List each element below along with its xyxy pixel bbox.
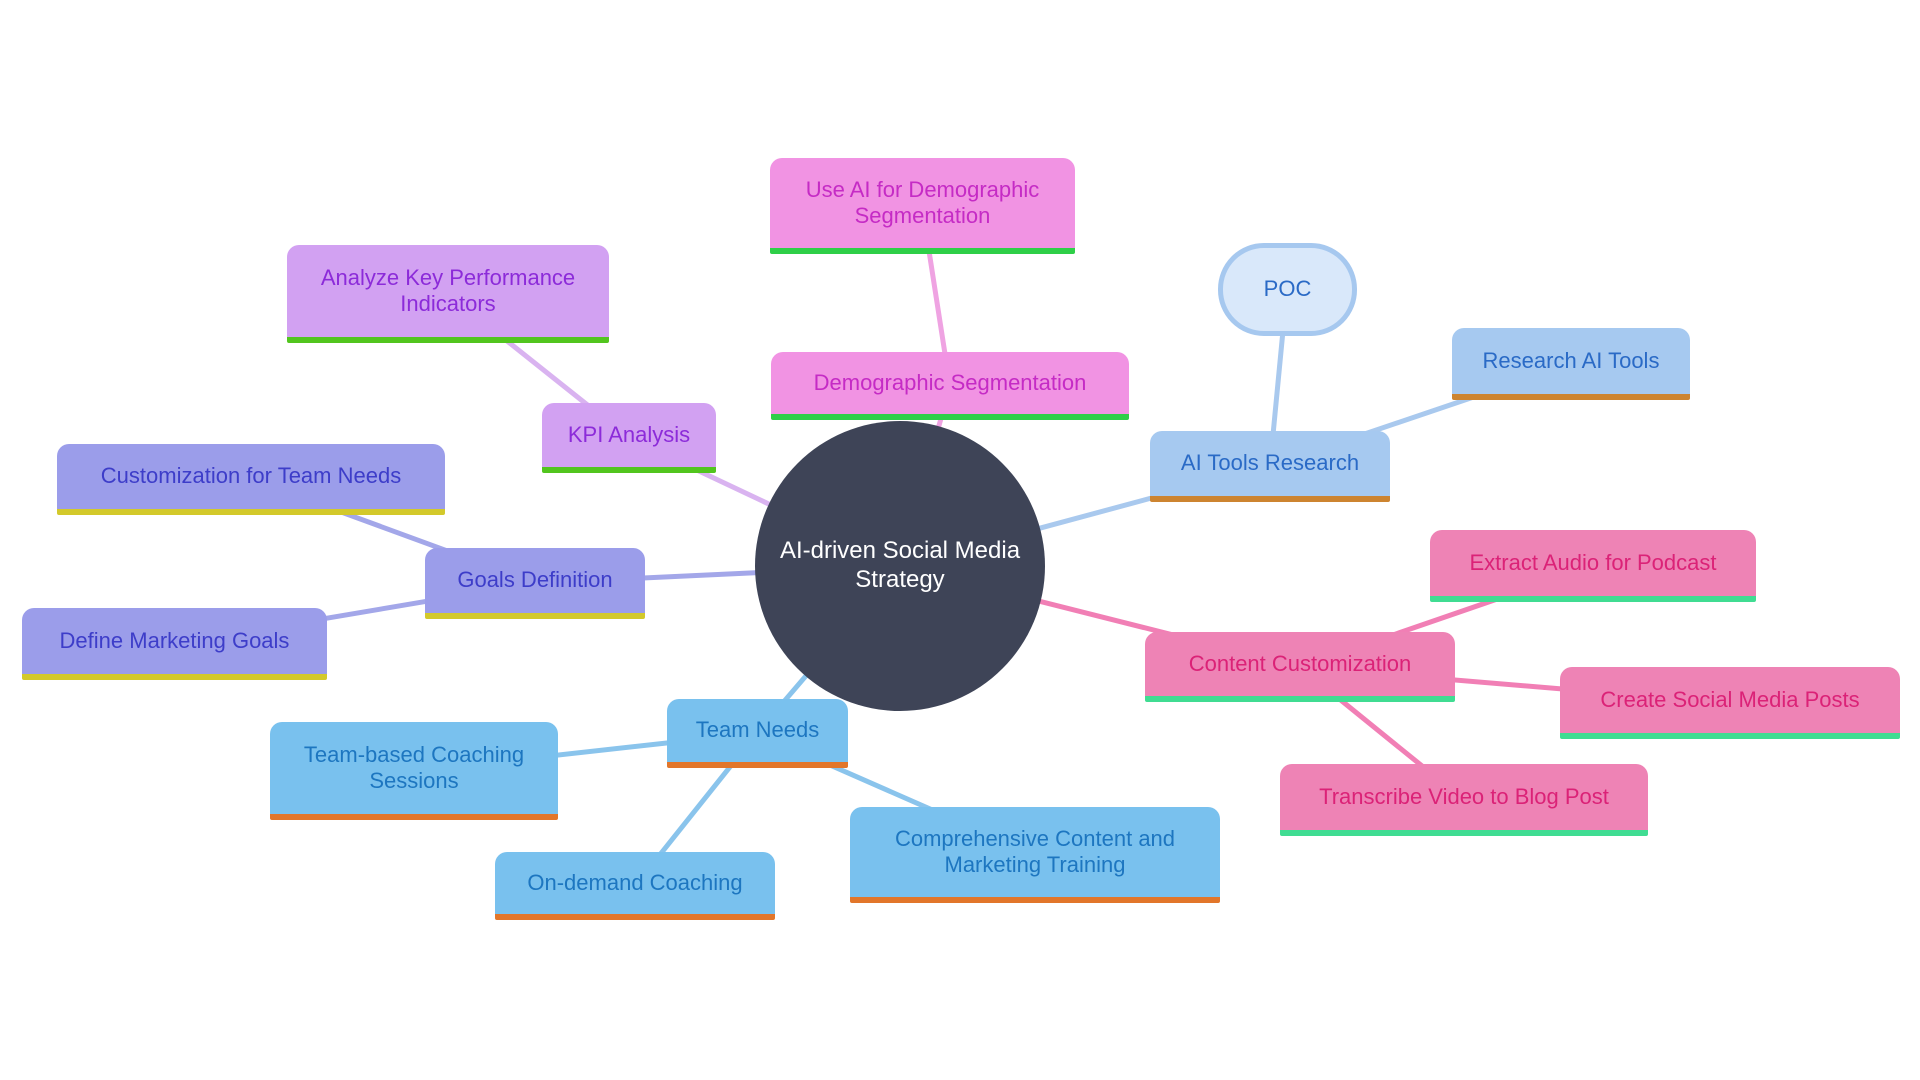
node-use-ai-demographic-segmentation[interactable]: Use AI for Demographic Segmentation — [770, 158, 1075, 254]
node-comprehensive-content-and-marketing-training[interactable]: Comprehensive Content and Marketing Trai… — [850, 807, 1220, 903]
node-demographic-segmentation[interactable]: Demographic Segmentation — [771, 352, 1129, 420]
node-kpi-analysis[interactable]: KPI Analysis — [542, 403, 716, 473]
node-create-social-media-posts[interactable]: Create Social Media Posts — [1560, 667, 1900, 739]
node-on-demand-coaching[interactable]: On-demand Coaching — [495, 852, 775, 920]
node-analyze-key-performance-indicators[interactable]: Analyze Key Performance Indicators — [287, 245, 609, 343]
node-research-ai-tools[interactable]: Research AI Tools — [1452, 328, 1690, 400]
node-customization-for-team-needs[interactable]: Customization for Team Needs — [57, 444, 445, 515]
node-transcribe-video-to-blog-post[interactable]: Transcribe Video to Blog Post — [1280, 764, 1648, 836]
node-ai-tools-research[interactable]: AI Tools Research — [1150, 431, 1390, 502]
node-define-marketing-goals[interactable]: Define Marketing Goals — [22, 608, 327, 680]
node-poc[interactable]: POC — [1218, 243, 1357, 336]
node-team-needs[interactable]: Team Needs — [667, 699, 848, 768]
node-extract-audio-for-podcast[interactable]: Extract Audio for Podcast — [1430, 530, 1756, 602]
node-content-customization[interactable]: Content Customization — [1145, 632, 1455, 702]
node-goals-definition[interactable]: Goals Definition — [425, 548, 645, 619]
node-central-ai-driven-social-media-strategy[interactable]: AI-driven Social Media Strategy — [755, 421, 1045, 711]
node-team-based-coaching-sessions[interactable]: Team-based Coaching Sessions — [270, 722, 558, 820]
